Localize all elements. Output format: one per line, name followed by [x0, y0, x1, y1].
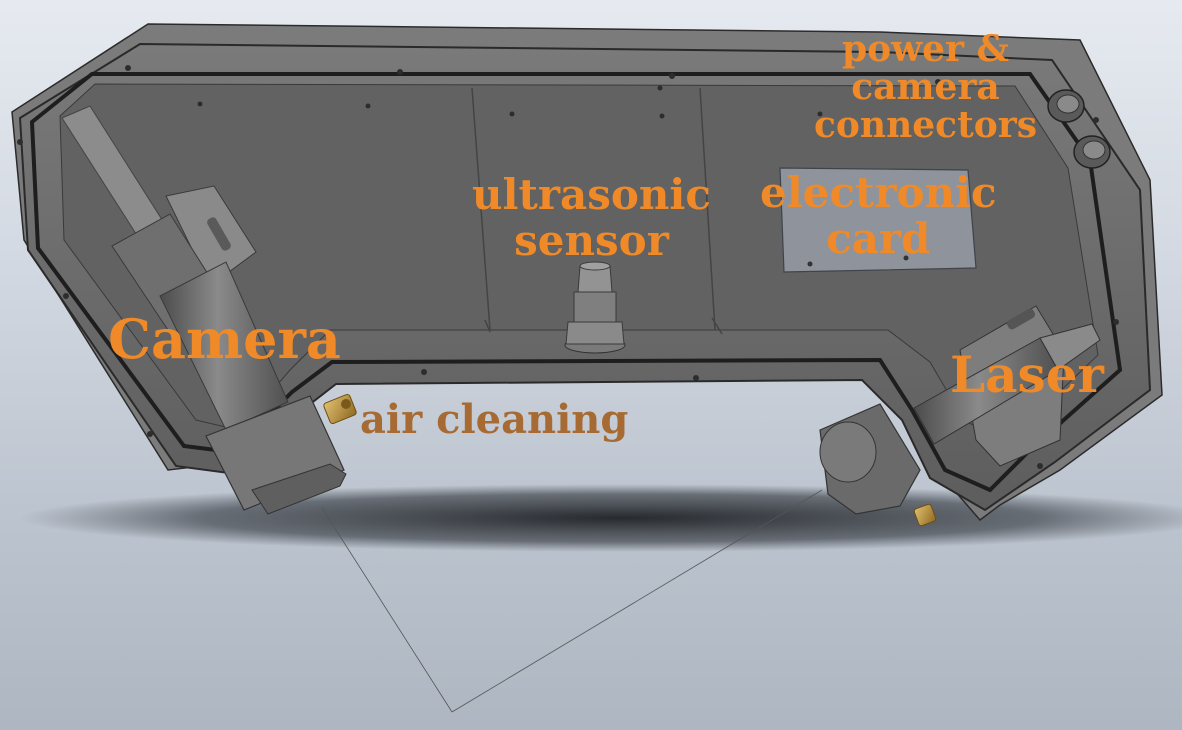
laser-cable	[1039, 323, 1101, 371]
camera-lens	[251, 463, 347, 515]
ultrasonic-label-line-1: ultrasonic	[472, 170, 711, 219]
camera-tube	[159, 261, 289, 431]
connector-parts	[1047, 89, 1111, 169]
electronic-label-line-2: card	[826, 214, 931, 263]
label-camera: Camera	[108, 312, 341, 366]
connectors-label-line-3: connectors	[814, 104, 1037, 146]
air-cleaning-fitting	[323, 393, 357, 425]
reference-lines	[321, 489, 823, 713]
label-laser: Laser	[950, 350, 1104, 400]
electronic-card-part	[779, 167, 977, 273]
ultrasonic-sensor-part	[564, 261, 626, 354]
label-electronic-card: electronic card	[760, 170, 997, 262]
screws	[17, 65, 1119, 469]
connectors-label-line-1: power &	[841, 28, 1010, 70]
laser-label-text: Laser	[950, 345, 1104, 404]
connectors-label-line-2: camera	[851, 66, 1000, 108]
label-ultrasonic-sensor: ultrasonic sensor	[472, 172, 711, 264]
ultrasonic-label-line-2: sensor	[514, 216, 669, 265]
electronic-label-line-1: electronic	[760, 168, 997, 217]
label-power-camera-connectors: power & camera connectors	[814, 30, 1037, 144]
camera-label-text: Camera	[108, 307, 341, 371]
label-air-cleaning: air cleaning	[360, 400, 628, 440]
camera-assembly	[61, 105, 347, 515]
laser-assembly	[819, 305, 1101, 527]
air-cleaning-label-text: air cleaning	[360, 396, 629, 443]
panel-divisions	[471, 87, 723, 335]
